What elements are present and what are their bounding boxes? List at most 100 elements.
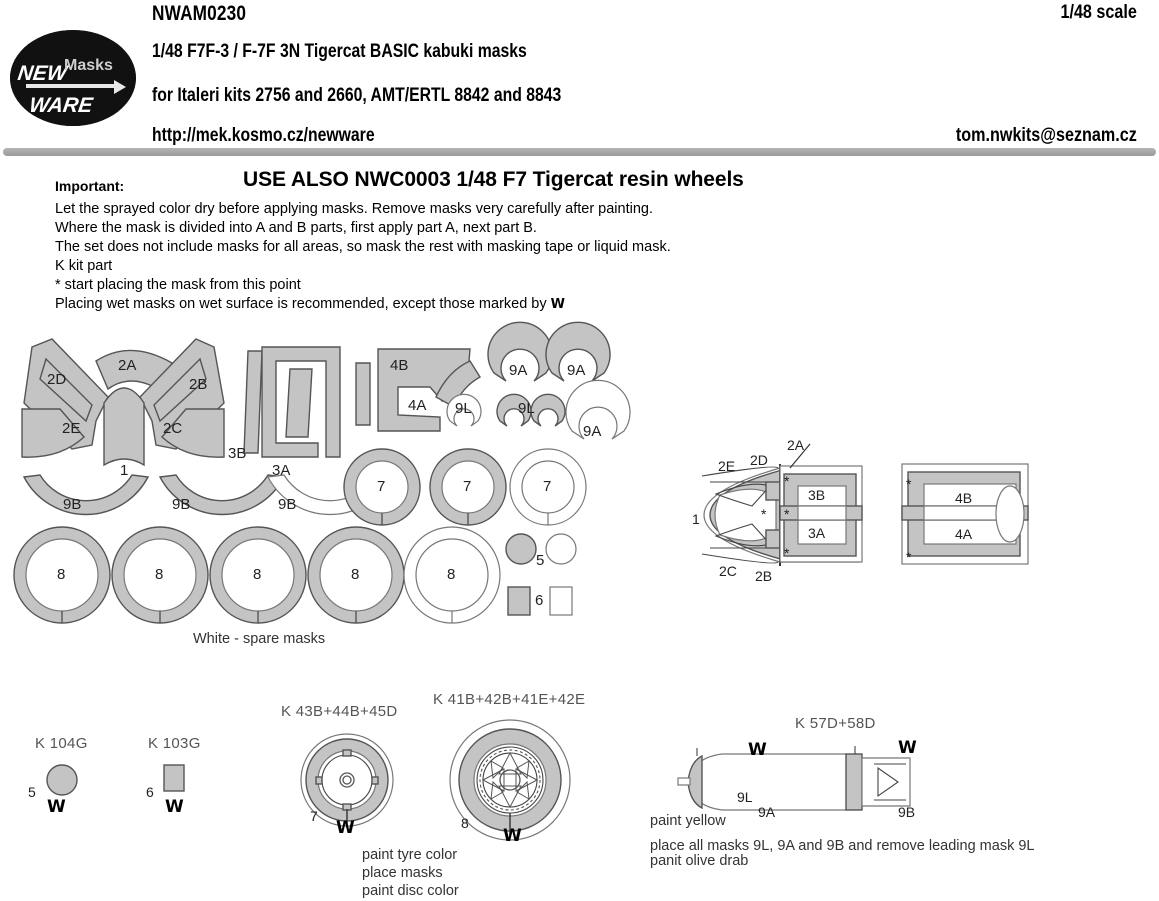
mask-shape-9L-1 — [496, 393, 532, 427]
small-part-number-5: 5 — [28, 784, 36, 800]
wheel-kit-main: K 43B+44B+45D — [281, 703, 398, 720]
mask-shape-9L-white — [446, 393, 482, 427]
mask-shape-9B-1 — [22, 474, 150, 516]
drop-tank-diagram — [640, 740, 960, 830]
sheet-label-6: 6 — [535, 592, 544, 609]
sheet-label-8-5: 8 — [447, 566, 456, 583]
w-glyph-icon: W — [898, 738, 917, 758]
small-part-kit-104G: K 104G — [35, 735, 88, 752]
sheet-label-8-1: 8 — [57, 566, 66, 583]
email-link[interactable]: tom.nwkits@seznam.cz — [956, 125, 1137, 146]
mask-shape-8-3 — [209, 526, 307, 624]
wheel-note: paint tyre color — [362, 847, 458, 863]
mask-shape-7-white — [509, 448, 587, 526]
sheet-label-1: 1 — [120, 462, 129, 479]
canopy-star-mark: * — [906, 476, 912, 492]
wheel-number-8: 8 — [461, 815, 469, 831]
mask-shape-7-2 — [429, 448, 507, 526]
wheel-note: paint disc color — [362, 883, 459, 899]
instruction-line: * start placing the mask from this point — [55, 277, 301, 293]
sheet-label-4B: 4B — [390, 357, 409, 374]
sheet-label-9A-1: 9A — [509, 362, 528, 379]
sheet-label-7-1: 7 — [377, 478, 386, 495]
mask-shape-2C — [161, 408, 225, 458]
title-line-1: 1/48 F7F-3 / F-7F 3N Tigercat BASIC kabu… — [152, 41, 527, 62]
sheet-label-4A: 4A — [408, 397, 427, 414]
tank-note: place all masks 9L, 9A and 9B and remove… — [650, 838, 1035, 854]
mask-shape-9A-2 — [545, 321, 611, 382]
instruction-line: Let the sprayed color dry before applyin… — [55, 201, 653, 217]
canopy-label-2B: 2B — [755, 568, 773, 584]
sheet-label-2A: 2A — [118, 357, 137, 374]
canopy-star-mark: * — [784, 506, 790, 522]
canopy-label-2D: 2D — [750, 452, 768, 468]
canopy-label-2E: 2E — [718, 458, 736, 474]
canopy-application-diagram — [680, 420, 1050, 600]
canopy-star-mark: * — [906, 549, 912, 565]
small-part-kit-103G: K 103G — [148, 735, 201, 752]
mask-shape-8-4 — [307, 526, 405, 624]
w-glyph-icon: W — [748, 740, 767, 760]
important-label: Important: — [55, 178, 125, 194]
wheel-note: place masks — [362, 865, 443, 881]
w-glyph-icon: W — [550, 297, 565, 312]
tank-note: paint yellow — [650, 813, 726, 829]
canopy-label-4A: 4A — [955, 526, 973, 542]
sheet-label-8-3: 8 — [253, 566, 262, 583]
arrow-icon — [26, 80, 126, 94]
mask-shape-6-white — [549, 586, 573, 616]
sheet-label-9L-2: 9L — [518, 400, 535, 417]
sheet-label-8-4: 8 — [351, 566, 360, 583]
canopy-label-4B: 4B — [955, 490, 973, 506]
canopy-star-mark: * — [784, 473, 790, 489]
wet-mask-note-text: Placing wet masks on wet surface is reco… — [55, 296, 551, 312]
mask-shape-9A-1 — [487, 321, 553, 382]
website-link[interactable]: http://mek.kosmo.cz/newware — [152, 125, 375, 146]
mask-shape-8-2 — [111, 526, 209, 624]
wheel-diagram-big — [443, 718, 578, 853]
canopy-label-3A: 3A — [808, 525, 826, 541]
mask-shape-2E — [21, 408, 85, 458]
product-code: NWAM0230 — [152, 2, 247, 25]
sheet-label-9L-1: 9L — [455, 400, 472, 417]
instruction-line: Where the mask is divided into A and B p… — [55, 220, 537, 236]
w-glyph-icon: W — [336, 818, 355, 838]
mask-shape-4B — [355, 362, 371, 426]
mask-shape-1 — [103, 387, 145, 467]
w-glyph-icon: W — [503, 826, 522, 846]
sheet-label-3B: 3B — [228, 445, 247, 462]
w-glyph-icon: W — [47, 797, 66, 817]
mask-sheet-diagram — [0, 321, 640, 645]
header-divider — [3, 148, 1156, 156]
mask-shape-3A — [261, 346, 341, 458]
small-part-circle-5 — [42, 762, 82, 803]
sheet-label-2D: 2D — [47, 371, 67, 388]
sheet-label-3A: 3A — [272, 462, 291, 479]
sheet-label-9A-3: 9A — [583, 423, 602, 440]
title-line-2: for Italeri kits 2756 and 2660, AMT/ERTL… — [152, 85, 562, 106]
instruction-line: The set does not include masks for all a… — [55, 239, 671, 255]
wheel-kit-big: K 41B+42B+41E+42E — [433, 691, 586, 708]
logo-masks-text: Masks — [64, 57, 113, 74]
small-part-rect-6 — [160, 763, 192, 804]
wet-mask-note: Placing wet masks on wet surface is reco… — [55, 296, 565, 312]
tank-label-9L: 9L — [737, 789, 753, 805]
mask-shape-6-gray — [507, 586, 531, 616]
tank-label-9A: 9A — [758, 804, 776, 820]
mask-shape-5-gray — [505, 533, 537, 565]
sheet-label-2C: 2C — [163, 420, 183, 437]
logo-ware-text: WARE — [28, 94, 95, 117]
w-glyph-icon: W — [165, 797, 184, 817]
sheet-label-7-2: 7 — [463, 478, 472, 495]
wheel-number-7: 7 — [310, 808, 318, 824]
canopy-label-1: 1 — [692, 511, 700, 527]
mask-shape-9L-2 — [530, 393, 566, 427]
tank-label-9B: 9B — [898, 804, 916, 820]
canopy-star-mark: * — [784, 545, 790, 561]
mask-shape-9A-white — [565, 379, 631, 440]
sheet-label-9B-2: 9B — [172, 496, 191, 513]
canopy-label-3B: 3B — [808, 487, 826, 503]
tank-kit-label: K 57D+58D — [795, 715, 876, 732]
brand-logo: NEW Masks WARE — [10, 30, 136, 126]
spare-masks-caption: White - spare masks — [193, 631, 326, 647]
